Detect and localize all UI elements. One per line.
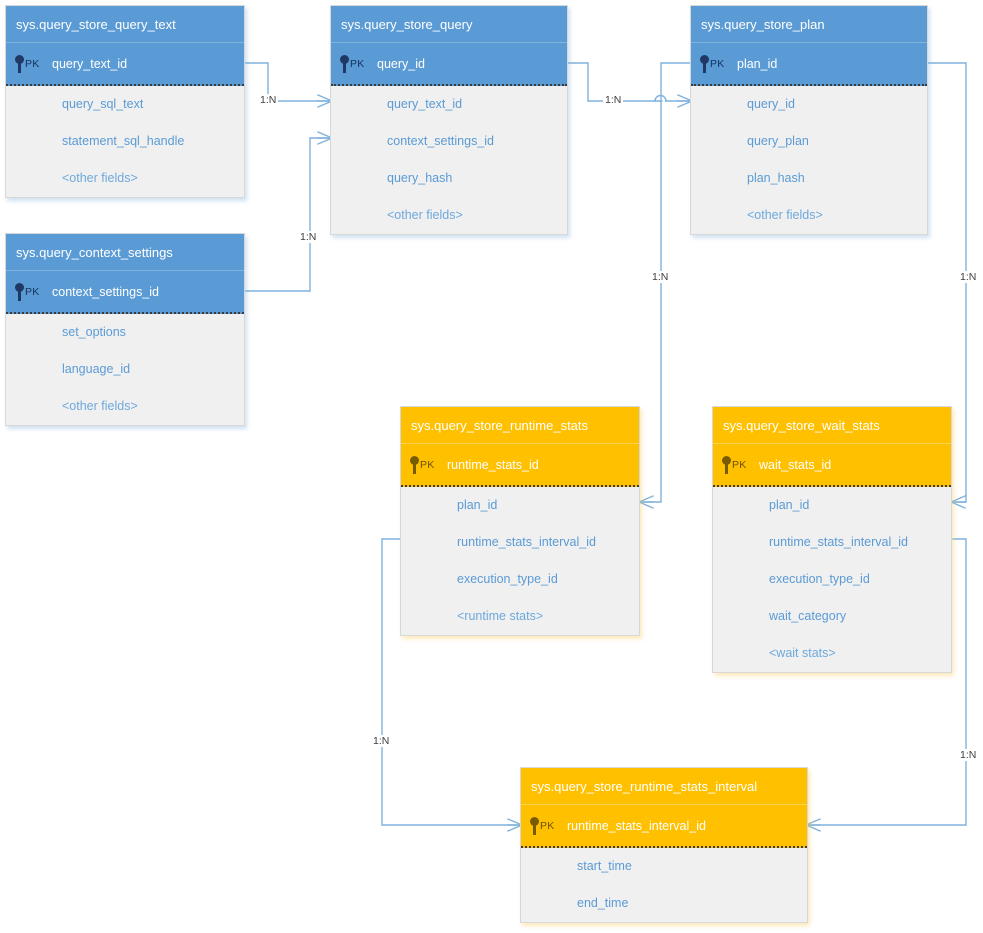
cardinality-label-plan-to-runtime-stats: 1:N <box>650 271 671 283</box>
entity-field-list: query_id query_plan plan_hash <other fie… <box>691 86 927 234</box>
primary-key-row[interactable]: PK wait_stats_id <box>713 444 951 487</box>
primary-key-name: wait_stats_id <box>759 457 832 472</box>
key-icon: PK <box>691 54 731 73</box>
primary-key-row[interactable]: PK query_id <box>331 43 567 86</box>
field-row: plan_hash <box>747 171 805 185</box>
entity-query-context-settings[interactable]: sys.query_context_settings PK context_se… <box>5 233 245 426</box>
entity-query-store-wait-stats[interactable]: sys.query_store_wait_stats PK wait_stats… <box>712 406 952 673</box>
entity-title: sys.query_store_plan <box>691 6 927 43</box>
field-row: execution_type_id <box>457 572 558 586</box>
entity-query-store-runtime-stats[interactable]: sys.query_store_runtime_stats PK runtime… <box>400 406 640 636</box>
entity-query-store-query[interactable]: sys.query_store_query PK query_id query_… <box>330 5 568 235</box>
primary-key-name: plan_id <box>737 56 778 71</box>
connector-plan-to-runtime-stats <box>637 62 691 509</box>
field-row: plan_id <box>457 498 498 512</box>
field-row: query_text_id <box>387 97 463 111</box>
cardinality-label-interval-to-runtime-stats: 1:N <box>371 735 392 747</box>
primary-key-name: query_text_id <box>52 56 128 71</box>
primary-key-row[interactable]: PK query_text_id <box>6 43 244 86</box>
entity-field-list: query_sql_text statement_sql_handle <oth… <box>6 86 244 197</box>
field-row: query_id <box>747 97 795 111</box>
field-row: runtime_stats_interval_id <box>769 535 908 549</box>
field-row: <runtime stats> <box>457 609 544 623</box>
entity-title: sys.query_store_query_text <box>6 6 244 43</box>
field-row: <other fields> <box>747 208 823 222</box>
entity-query-store-runtime-stats-interval[interactable]: sys.query_store_runtime_stats_interval P… <box>520 767 808 923</box>
field-row: set_options <box>62 325 126 339</box>
pk-label: PK <box>350 57 365 70</box>
cardinality-label-plan-to-wait-stats: 1:N <box>958 271 979 283</box>
entity-field-list: start_time end_time <box>521 848 807 922</box>
primary-key-row[interactable]: PK runtime_stats_interval_id <box>521 805 807 848</box>
field-row: runtime_stats_interval_id <box>457 535 596 549</box>
pk-label: PK <box>25 285 40 298</box>
entity-field-list: plan_id runtime_stats_interval_id execut… <box>401 487 639 635</box>
pk-label: PK <box>540 819 555 832</box>
pk-label: PK <box>25 57 40 70</box>
field-row: language_id <box>62 362 131 376</box>
field-row: <wait stats> <box>769 646 836 660</box>
key-icon: PK <box>6 282 46 301</box>
entity-field-list: set_options language_id <other fields> <box>6 314 244 425</box>
connector-context-settings-to-query <box>244 131 334 292</box>
field-row: context_settings_id <box>387 134 495 148</box>
cardinality-label-query-to-plan: 1:N <box>603 94 624 106</box>
field-row: query_hash <box>387 171 453 185</box>
primary-key-name: runtime_stats_id <box>447 457 539 472</box>
primary-key-name: query_id <box>377 56 425 71</box>
entity-title: sys.query_store_wait_stats <box>713 407 951 444</box>
field-row: statement_sql_handle <box>62 134 185 148</box>
field-row: plan_id <box>769 498 810 512</box>
entity-field-list: plan_id runtime_stats_interval_id execut… <box>713 487 951 672</box>
entity-title: sys.query_context_settings <box>6 234 244 271</box>
entity-query-store-plan[interactable]: sys.query_store_plan PK plan_id query_id… <box>690 5 928 235</box>
key-icon: PK <box>401 455 441 474</box>
field-row: end_time <box>577 896 629 910</box>
field-row: execution_type_id <box>769 572 870 586</box>
primary-key-name: runtime_stats_interval_id <box>567 818 706 833</box>
key-icon: PK <box>713 455 753 474</box>
cardinality-label-interval-to-wait-stats: 1:N <box>958 749 979 761</box>
primary-key-row[interactable]: PK runtime_stats_id <box>401 444 639 487</box>
primary-key-row[interactable]: PK plan_id <box>691 43 927 86</box>
key-icon: PK <box>521 816 561 835</box>
primary-key-name: context_settings_id <box>52 284 160 299</box>
field-row: query_sql_text <box>62 97 144 111</box>
field-row: <other fields> <box>387 208 463 222</box>
pk-label: PK <box>732 458 747 471</box>
entity-field-list: query_text_id context_settings_id query_… <box>331 86 567 234</box>
pk-label: PK <box>710 57 725 70</box>
pk-label: PK <box>420 458 435 471</box>
key-icon: PK <box>331 54 371 73</box>
field-row: wait_category <box>769 609 847 623</box>
key-icon: PK <box>6 54 46 73</box>
field-row: query_plan <box>747 134 809 148</box>
cardinality-label-context-settings-to-query: 1:N <box>298 231 319 243</box>
field-row: <other fields> <box>62 399 138 413</box>
field-row: start_time <box>577 859 632 873</box>
entity-title: sys.query_store_runtime_stats <box>401 407 639 444</box>
connector-query-to-plan <box>567 62 694 108</box>
entity-query-store-query-text[interactable]: sys.query_store_query_text PK query_text… <box>5 5 245 198</box>
field-row: <other fields> <box>62 171 138 185</box>
entity-title: sys.query_store_query <box>331 6 567 43</box>
entity-title: sys.query_store_runtime_stats_interval <box>521 768 807 805</box>
primary-key-row[interactable]: PK context_settings_id <box>6 271 244 314</box>
cardinality-label-query-text-to-query: 1:N <box>258 94 279 106</box>
